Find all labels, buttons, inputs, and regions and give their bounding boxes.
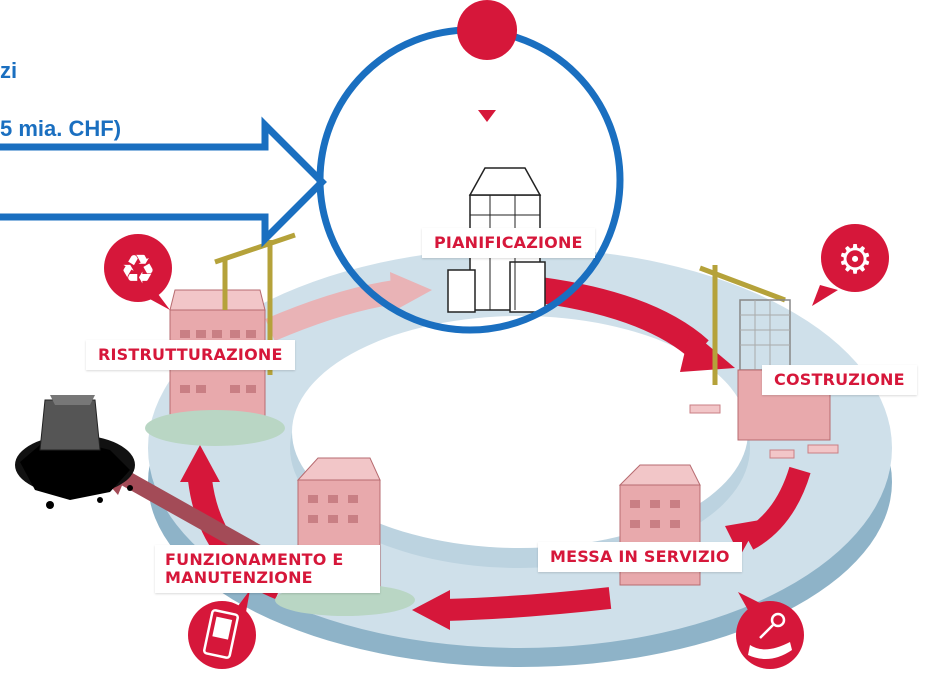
arrow-construction-to-commissioning [742, 466, 811, 550]
arrow-head-renovation [180, 445, 220, 482]
stage-label-renovation: RISTRUTTURAZIONE [86, 340, 295, 370]
arrow-head-planning [390, 272, 432, 312]
stage-label-planning: PIANIFICAZIONE [422, 228, 595, 258]
cube-arrows-icon [457, 0, 518, 122]
stage-label-construction: COSTRUZIONE [762, 365, 917, 395]
stage-label-commissioning: MESSA IN SERVIZIO [538, 542, 742, 572]
renovation-building [145, 232, 296, 446]
arrow-head-commissioning [725, 520, 760, 556]
svg-text:♻: ♻ [120, 247, 156, 293]
svg-text:⚙: ⚙ [837, 237, 873, 283]
stage-label-operation-line1: FUNZIONAMENTO E [165, 550, 344, 569]
gear-icon: ⚙ [812, 224, 889, 306]
recycle-icon: ♻ [104, 234, 172, 310]
hand-key-icon [736, 592, 804, 669]
stage-label-operation-line2: MANUTENZIONE [165, 568, 313, 587]
stage-label-operation: FUNZIONAMENTO E MANUTENZIONE [155, 545, 380, 593]
mobile-phone-icon [188, 590, 256, 669]
arrow-commissioning-to-operation [444, 587, 612, 621]
blue-outline-arrow [0, 116, 327, 248]
arrow-head-construction [680, 330, 735, 372]
arrow-head-operation [412, 590, 450, 630]
demolition-rubble [15, 395, 135, 509]
arrow-renovation-to-planning [265, 280, 397, 342]
header-line-2: 5 mia. CHF) [0, 116, 122, 141]
header-line-1: zi [0, 58, 18, 83]
